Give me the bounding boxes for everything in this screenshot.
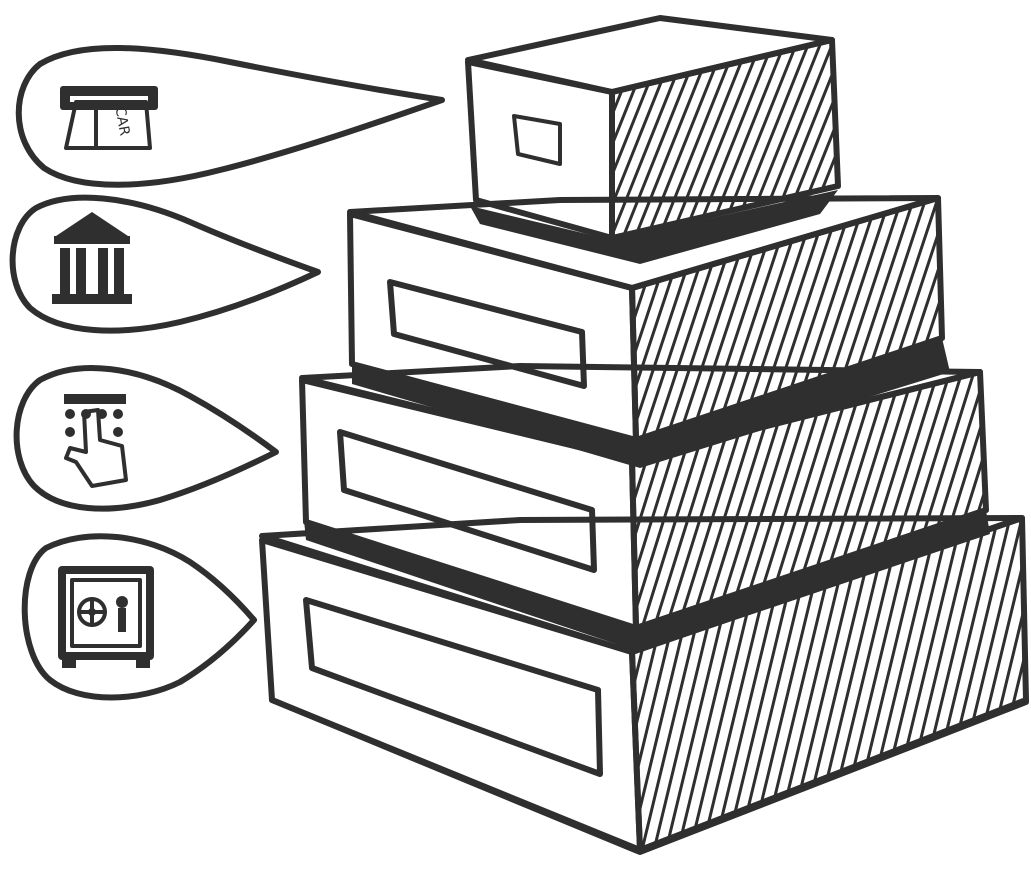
hatch-stroke [918, 518, 998, 850]
callout-bank-bubble [13, 198, 318, 331]
hatch-stroke [918, 198, 998, 440]
bank-building-icon [52, 212, 132, 304]
keypad-finger-icon [64, 394, 126, 486]
box-tier-4-bottom [262, 518, 1031, 852]
box-tier-1-top [468, 18, 918, 264]
hatch-stroke [894, 198, 974, 440]
callout-safe [25, 536, 254, 697]
hatch-stroke [882, 518, 962, 850]
hatch-stroke [562, 40, 642, 240]
hatch-stroke [814, 40, 894, 240]
hatch-stroke [858, 198, 938, 440]
callout-atm: CAR [19, 48, 442, 185]
hatch-stroke [930, 518, 1010, 850]
hatch-stroke [870, 198, 950, 440]
atm-card-icon: CAR [60, 86, 158, 148]
hatch-stroke [906, 518, 986, 850]
hatch-stroke [642, 372, 722, 628]
hatch-stroke [894, 518, 974, 850]
safe-vault-icon [58, 566, 154, 668]
hatch-stroke [646, 40, 726, 240]
box-tier-3 [302, 366, 1031, 652]
hatch-stroke [622, 40, 702, 240]
hatch-stroke [906, 198, 986, 440]
box-tier-1-label-panel [514, 116, 560, 164]
hatch-stroke [610, 40, 690, 240]
callout-keypad [17, 368, 276, 509]
callout-keypad-bubble [17, 368, 276, 509]
hatch-stroke [942, 518, 1022, 850]
hatch-stroke [630, 372, 710, 628]
hatch-stroke [586, 40, 666, 240]
hatch-stroke [882, 198, 962, 440]
callout-atm-bubble [19, 48, 442, 185]
callout-bank [13, 198, 318, 331]
atm-card-text: CAR [112, 106, 133, 138]
hatch-stroke [606, 372, 686, 628]
hatch-stroke [582, 372, 662, 628]
